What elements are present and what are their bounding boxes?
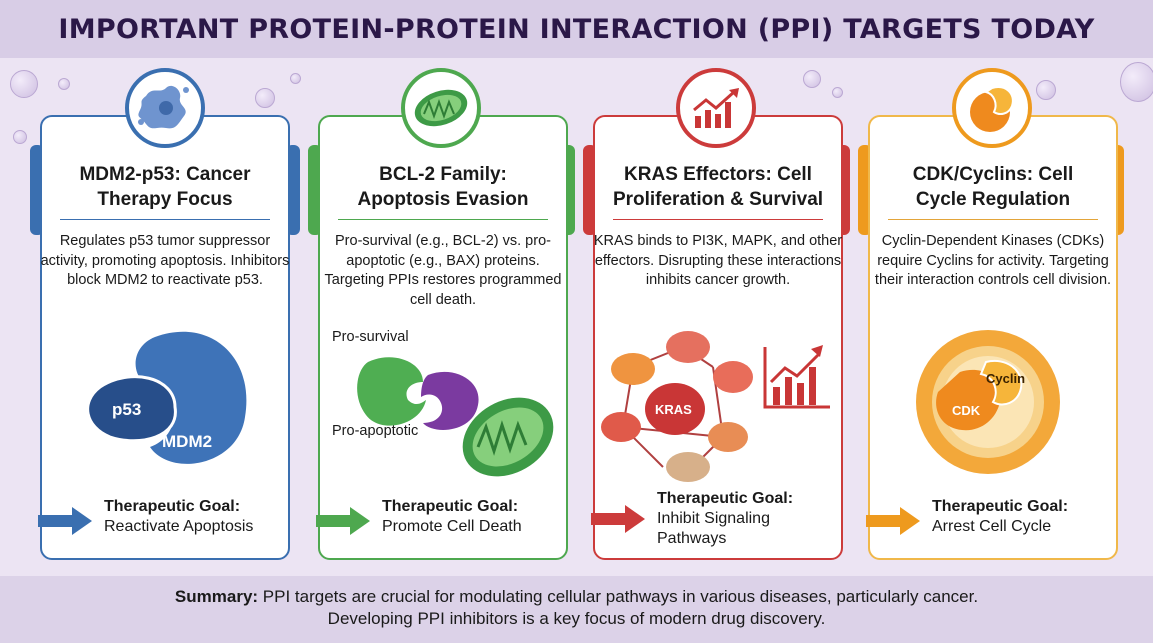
- bubble-decoration: [13, 130, 27, 144]
- summary-banner: Summary: PPI targets are crucial for mod…: [0, 576, 1153, 643]
- bubble-decoration: [832, 87, 843, 98]
- card-bcl2-family: BCL-2 Family:Apoptosis Evasion Pro-survi…: [316, 115, 568, 560]
- bubble-decoration: [58, 78, 70, 90]
- card-description: Regulates p53 tumor suppressor activity,…: [40, 233, 290, 288]
- svg-text:Pro-apoptotic: Pro-apoptotic: [332, 423, 418, 439]
- svg-text:Pro-survival: Pro-survival: [332, 329, 409, 345]
- card-description: KRAS binds to PI3K, MAPK, and other effe…: [593, 233, 843, 288]
- summary-label: Summary:: [174, 587, 259, 606]
- summary-text-2: Developing PPI inhibitors is a key focus…: [327, 609, 826, 628]
- card-description: Cyclin-Dependent Kinases (CDKs) require …: [874, 233, 1112, 288]
- growth-chart-icon: [676, 68, 756, 148]
- arrow-right-icon: [591, 505, 645, 533]
- summary-text: PPI targets are crucial for modulating c…: [258, 587, 979, 606]
- cdk-cyclin-icon: [952, 68, 1032, 148]
- bubble-decoration: [1120, 62, 1153, 102]
- bubble-decoration: [10, 70, 38, 98]
- bubble-decoration: [803, 70, 821, 88]
- arrow-right-icon: [38, 507, 92, 535]
- svg-text:Cyclin: Cyclin: [986, 371, 1025, 386]
- svg-text:KRAS: KRAS: [655, 402, 692, 417]
- page-title: IMPORTANT PROTEIN-PROTEIN INTERACTION (P…: [58, 13, 1095, 45]
- header-banner: IMPORTANT PROTEIN-PROTEIN INTERACTION (P…: [0, 0, 1153, 58]
- divider: [60, 219, 270, 220]
- bubble-decoration: [1036, 80, 1056, 100]
- arrow-right-icon: [316, 507, 370, 535]
- divider: [888, 219, 1098, 220]
- arrow-right-icon: [866, 507, 920, 535]
- divider: [613, 219, 823, 220]
- svg-text:CDK: CDK: [952, 403, 981, 418]
- kras-network-illustration: KRAS: [601, 331, 830, 482]
- mitochondrion-icon: [401, 68, 481, 148]
- bubble-decoration: [290, 73, 301, 84]
- bcl2-illustration: Pro-survival Pro-apoptotic: [332, 329, 554, 477]
- bubble-decoration: [255, 88, 275, 108]
- cancer-cell-icon: [125, 68, 205, 148]
- svg-text:p53: p53: [112, 400, 141, 419]
- cdk-cycle-illustration: Cyclin CDK: [916, 330, 1060, 474]
- divider: [338, 219, 548, 220]
- svg-text:MDM2: MDM2: [162, 432, 212, 451]
- card-title: BCL-2 Family:Apoptosis Evasion: [357, 164, 529, 210]
- card-description: Pro-survival (e.g., BCL-2) vs. pro-apopt…: [324, 233, 562, 308]
- mdm2-p53-illustration: p53 MDM2: [86, 331, 247, 464]
